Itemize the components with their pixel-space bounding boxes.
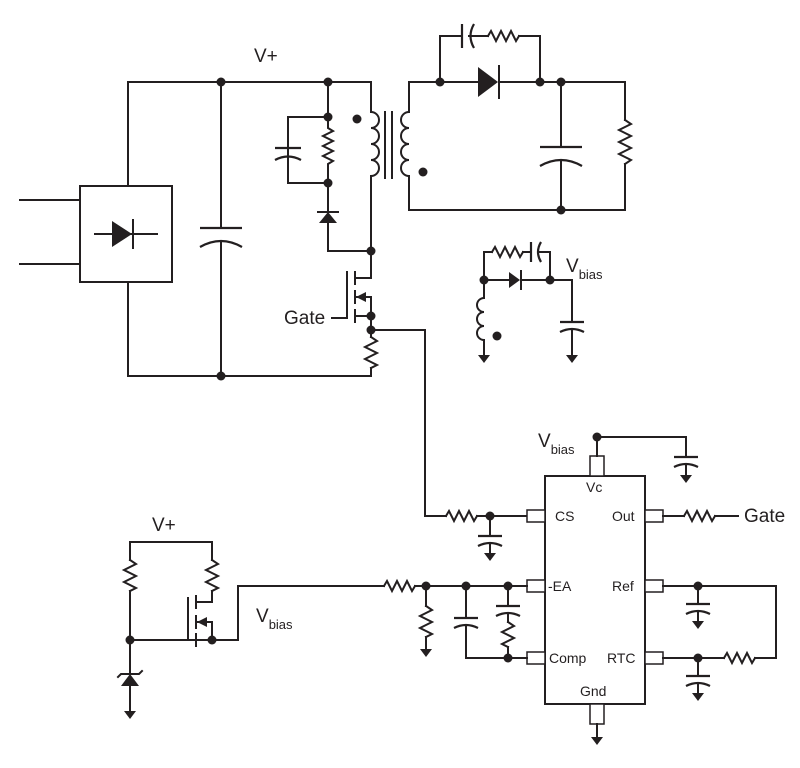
current-sense-path: [370, 329, 528, 561]
pin-label-vc: Vc: [586, 479, 602, 495]
pin-gnd: [589, 703, 605, 725]
pin-label-gnd: Gnd: [580, 683, 606, 699]
pin-label-out: Out: [612, 508, 635, 524]
bias-supply-aux: [476, 241, 585, 363]
vc-supply: [592, 432, 699, 483]
vbias-label-left: Vbias: [256, 606, 293, 632]
ic-ground: [591, 723, 603, 745]
pin-ea: [526, 579, 546, 593]
pin-comp: [526, 651, 546, 665]
pin-label-cs: CS: [555, 508, 574, 524]
controller-ic: CS -EA Comp Vc Out Ref RTC Gnd: [526, 455, 664, 725]
pin-out: [644, 509, 664, 523]
bridge-rectifier: [79, 185, 173, 283]
pin-ref: [644, 579, 664, 593]
vbias-label-ic: Vbias: [538, 431, 575, 457]
ref-rtc-network: [662, 581, 777, 701]
vplus-label-top: V+: [254, 46, 278, 67]
feedback-switch: [116, 541, 239, 719]
error-amp-compensation: [237, 578, 528, 663]
pin-label-ea: -EA: [548, 578, 572, 594]
gate-label-left: Gate: [284, 308, 325, 329]
pin-label-rtc: RTC: [607, 650, 636, 666]
pin-cs: [526, 509, 546, 523]
pin-label-comp: Comp: [549, 650, 587, 666]
pin-vc: [589, 455, 605, 477]
bulk-capacitor: [199, 81, 243, 377]
output-section: [408, 23, 634, 215]
input-lines: [19, 199, 81, 265]
primary-mosfet: [331, 250, 380, 377]
vbias-label-aux: Vbias: [566, 256, 603, 282]
vplus-label-bottom: V+: [152, 515, 176, 536]
pin-rtc: [644, 651, 664, 665]
flyback-transformer: [352, 81, 428, 252]
pin-label-ref: Ref: [612, 578, 634, 594]
dc-bus: [127, 77, 372, 381]
gate-label-right: Gate: [744, 506, 785, 527]
gate-drive: [662, 508, 739, 524]
snubber-network: [274, 77, 376, 256]
